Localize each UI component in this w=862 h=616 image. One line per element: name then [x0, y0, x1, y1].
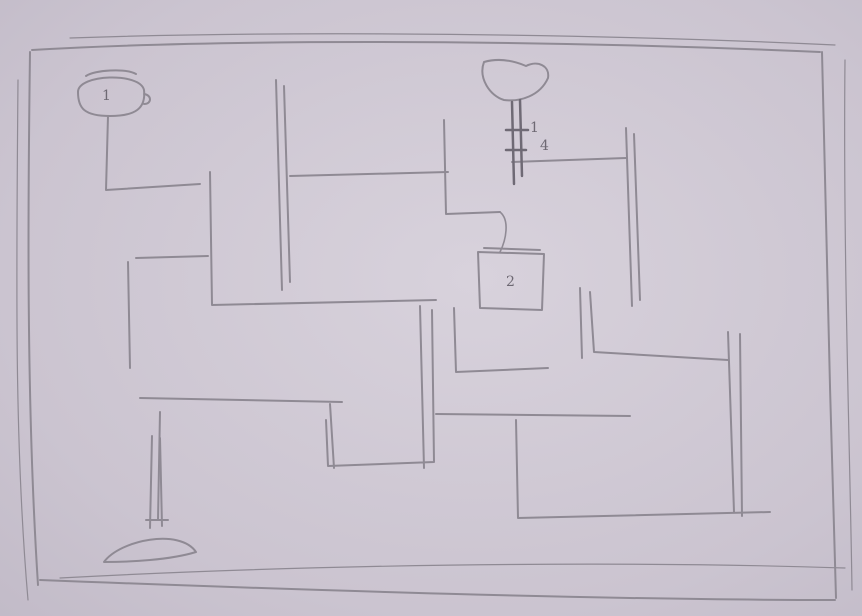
- maze-walls: [106, 80, 770, 520]
- wall-6: [444, 120, 500, 214]
- outer-border-second-stroke: [17, 34, 852, 600]
- wall-8: [580, 288, 728, 360]
- wall-2: [210, 172, 436, 305]
- bottom-lamp-pole: [146, 436, 168, 528]
- lamp-label-b: 4: [540, 138, 549, 154]
- top-lamp-shade: [482, 60, 548, 100]
- start-pot-shape: [78, 70, 150, 116]
- wall-5: [290, 172, 448, 176]
- box-connector: [500, 212, 506, 252]
- wall-9: [728, 332, 742, 516]
- lamp-label-a: 1: [530, 120, 539, 136]
- wall-4: [276, 80, 290, 290]
- wall-7: [512, 128, 640, 306]
- wall-3: [128, 256, 208, 368]
- top-lamp-pole: [506, 100, 528, 184]
- bottom-lamp-base: [104, 539, 196, 562]
- wall-14: [140, 398, 342, 468]
- start-pot-label: 1: [102, 88, 111, 104]
- wall-12: [454, 308, 548, 372]
- wall-13: [326, 306, 434, 468]
- box-label: 2: [506, 274, 515, 290]
- wall-1: [106, 116, 200, 190]
- wall-11: [436, 414, 630, 416]
